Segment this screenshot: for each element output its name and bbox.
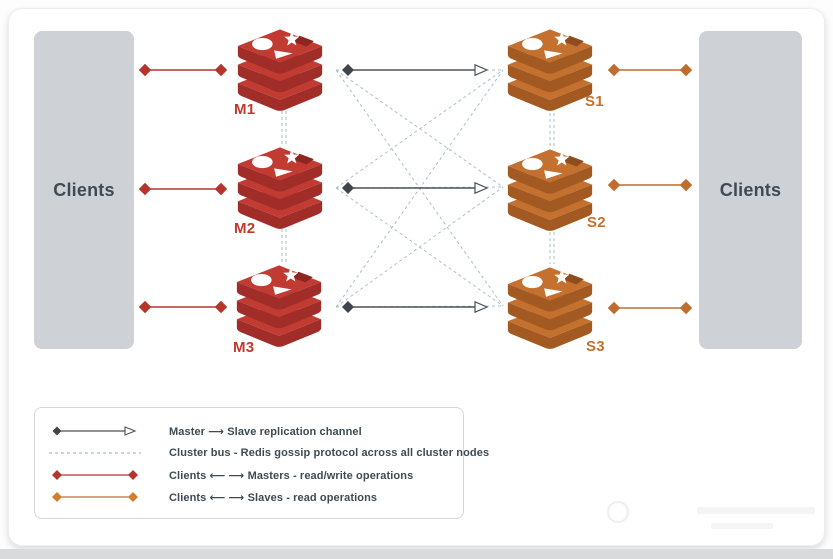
legend-row-clients-masters: Clients ⟵ ⟶ Masters - read/write operati… [45, 464, 463, 486]
node-label-m1: M1 [234, 101, 256, 118]
clients-box-left: Clients [34, 31, 134, 349]
watermark-ring [607, 501, 629, 523]
watermark-bar [711, 523, 773, 529]
legend-row-cluster-bus: Cluster bus - Redis gossip protocol acro… [45, 442, 489, 464]
legend-row-clients-slaves: Clients ⟵ ⟶ Slaves - read operations [45, 486, 463, 508]
client-master-line-sample-icon [52, 470, 138, 480]
diagram-card: Clients Clients M1 M2 M3 S1 S2 S3 [8, 8, 825, 546]
clients-label-right: Clients [719, 179, 782, 200]
clients-label-left: Clients [53, 179, 115, 200]
legend-label-clients-slaves: Clients ⟵ ⟶ Slaves - read operations [169, 491, 378, 504]
client-master-lines [138, 63, 228, 314]
legend-row-replication: Master ⟶ Slave replication channel [45, 420, 463, 442]
redis-slave-s3-icon [501, 265, 599, 352]
legend: Master ⟶ Slave replication channel Clust… [34, 407, 489, 519]
node-label-m2: M2 [234, 220, 256, 237]
replication-lines [342, 63, 489, 314]
clients-box-right: Clients [699, 31, 802, 349]
watermark [601, 497, 826, 543]
legend-label-cluster-bus: Cluster bus - Redis gossip protocol acro… [169, 447, 490, 459]
replication-line-sample-icon [52, 426, 137, 436]
client-slave-line-sample-icon [52, 492, 138, 502]
node-label-s1: S1 [585, 93, 604, 110]
redis-master-m2-icon [231, 145, 329, 232]
cluster-bus-line-sample-icon [49, 452, 141, 454]
redis-master-m3-icon [230, 263, 328, 350]
client-slave-lines [607, 63, 693, 315]
legend-label-replication: Master ⟶ Slave replication channel [169, 425, 362, 438]
node-label-s3: S3 [586, 338, 605, 355]
node-label-m3: M3 [233, 339, 255, 356]
page-bottom-strip [0, 549, 833, 559]
redis-slave-s2-icon [501, 147, 599, 234]
node-label-s2: S2 [587, 214, 606, 231]
legend-label-clients-masters: Clients ⟵ ⟶ Masters - read/write operati… [169, 469, 414, 482]
watermark-bar [697, 507, 815, 514]
